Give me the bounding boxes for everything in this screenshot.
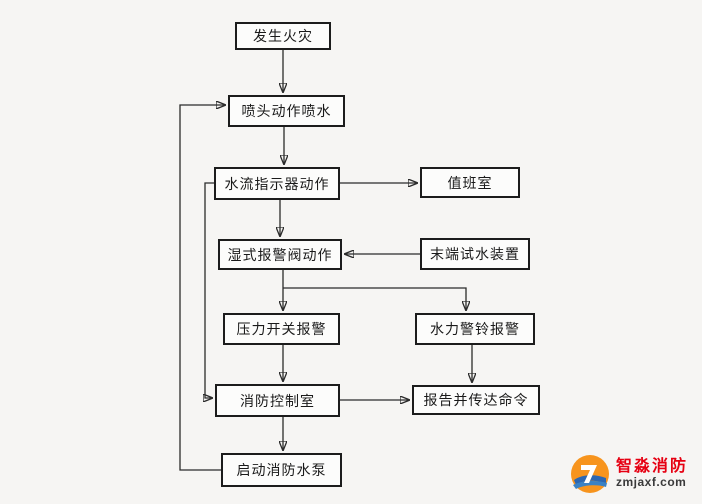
edge-valve-to-bell — [283, 287, 466, 310]
node-duty-room: 值班室 — [420, 167, 520, 198]
edge-flow-bypass-to-control — [205, 182, 214, 398]
node-start-fire-pump: 启动消防水泵 — [221, 453, 342, 487]
brand-site-url: zmjaxf.com — [615, 475, 687, 490]
node-hydraulic-alarm-bell: 水力警铃报警 — [415, 313, 535, 345]
node-wet-alarm-valve: 湿式报警阀动作 — [218, 239, 342, 270]
node-report-and-relay-orders: 报告并传达命令 — [412, 385, 540, 415]
node-fire-control-room: 消防控制室 — [215, 384, 340, 417]
brand-logo-icon — [570, 454, 610, 494]
brand-name: 智淼消防 — [615, 458, 688, 476]
node-water-flow-indicator: 水流指示器动作 — [214, 167, 340, 200]
brand-watermark: 智淼消防 zmjaxf.com — [570, 454, 688, 494]
node-fire-occurs: 发生火灾 — [235, 22, 331, 50]
node-end-test-device: 末端试水装置 — [420, 238, 530, 270]
node-sprinkler-activates: 喷头动作喷水 — [228, 95, 345, 127]
node-pressure-switch-alarm: 压力开关报警 — [223, 313, 340, 345]
